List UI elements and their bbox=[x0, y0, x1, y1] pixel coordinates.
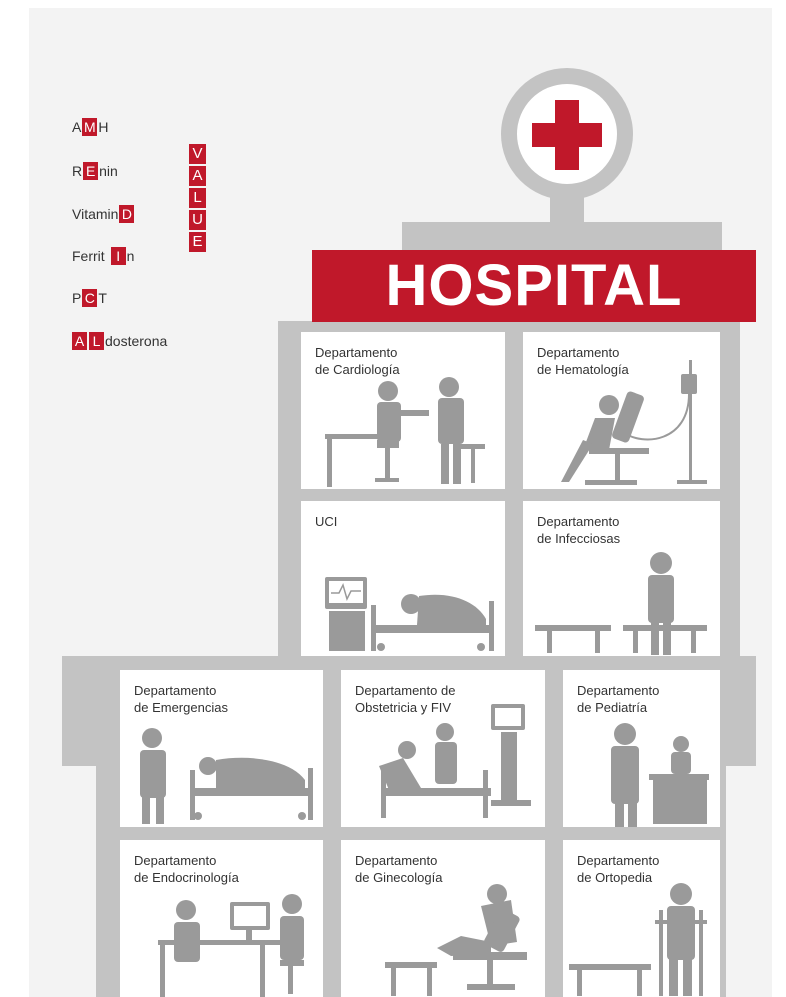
uci-scene-icon bbox=[325, 577, 494, 651]
cardiology-scene-icon bbox=[325, 377, 485, 487]
highlight-letter: I bbox=[110, 247, 126, 265]
value-letter: E bbox=[189, 232, 206, 252]
department-label: Departamento de Hematología bbox=[537, 345, 629, 377]
pediatrics-scene-icon bbox=[611, 723, 709, 827]
emergency-scene-icon bbox=[140, 728, 313, 824]
department-label: Departamento de Ginecología bbox=[355, 853, 443, 885]
obstetrics-scene-icon bbox=[379, 704, 531, 818]
room-hematology: Departamento de Hematología bbox=[523, 332, 720, 489]
highlight-letter: D bbox=[119, 205, 135, 223]
room-orthopedics: Departamento de Ortopedia bbox=[563, 840, 720, 997]
highlight-letter: E bbox=[83, 162, 99, 180]
room-endocrinology: Departamento de Endocrinología bbox=[120, 840, 323, 997]
department-label: UCI bbox=[315, 514, 338, 529]
room-cardiology: Departamento de Cardiología bbox=[301, 332, 505, 489]
department-label: Departamento de Obstetricia y FIV bbox=[355, 683, 456, 715]
room-pediatrics: Departamento de Pediatría bbox=[563, 670, 720, 827]
highlight-letter: L bbox=[89, 332, 104, 350]
endocrinology-scene-icon bbox=[158, 894, 304, 997]
department-label: Departamento de Pediatría bbox=[577, 683, 660, 715]
gynecology-scene-icon bbox=[385, 884, 527, 996]
highlight-letter: C bbox=[82, 289, 98, 307]
orthopedics-scene-icon bbox=[569, 883, 707, 996]
highlight-letter: A bbox=[72, 332, 87, 350]
department-label: Departamento de Cardiología bbox=[315, 345, 400, 377]
value-letter: A bbox=[189, 166, 206, 186]
infectious-scene-icon bbox=[535, 552, 707, 655]
hematology-scene-icon bbox=[561, 360, 707, 485]
value-letter: U bbox=[189, 210, 206, 230]
room-infectious: Departamento de Infecciosas bbox=[523, 501, 720, 656]
room-emergency: Departamento de Emergencias bbox=[120, 670, 323, 827]
highlight-letter: M bbox=[82, 118, 98, 136]
department-label: Departamento de Infecciosas bbox=[537, 514, 621, 546]
room-gynecology: Departamento de Ginecología bbox=[341, 840, 545, 997]
hospital-sign: HOSPITAL bbox=[312, 250, 756, 322]
room-obstetrics: Departamento de Obstetricia y FIV bbox=[341, 670, 545, 827]
cross-icon bbox=[532, 100, 602, 170]
value-letter: V bbox=[189, 144, 206, 164]
value-letter: L bbox=[189, 188, 206, 208]
department-label: Departamento de Emergencias bbox=[134, 683, 228, 715]
room-uci: UCI bbox=[301, 501, 505, 656]
department-label: Departamento de Endocrinología bbox=[134, 853, 239, 885]
department-label: Departamento de Ortopedia bbox=[577, 853, 660, 885]
